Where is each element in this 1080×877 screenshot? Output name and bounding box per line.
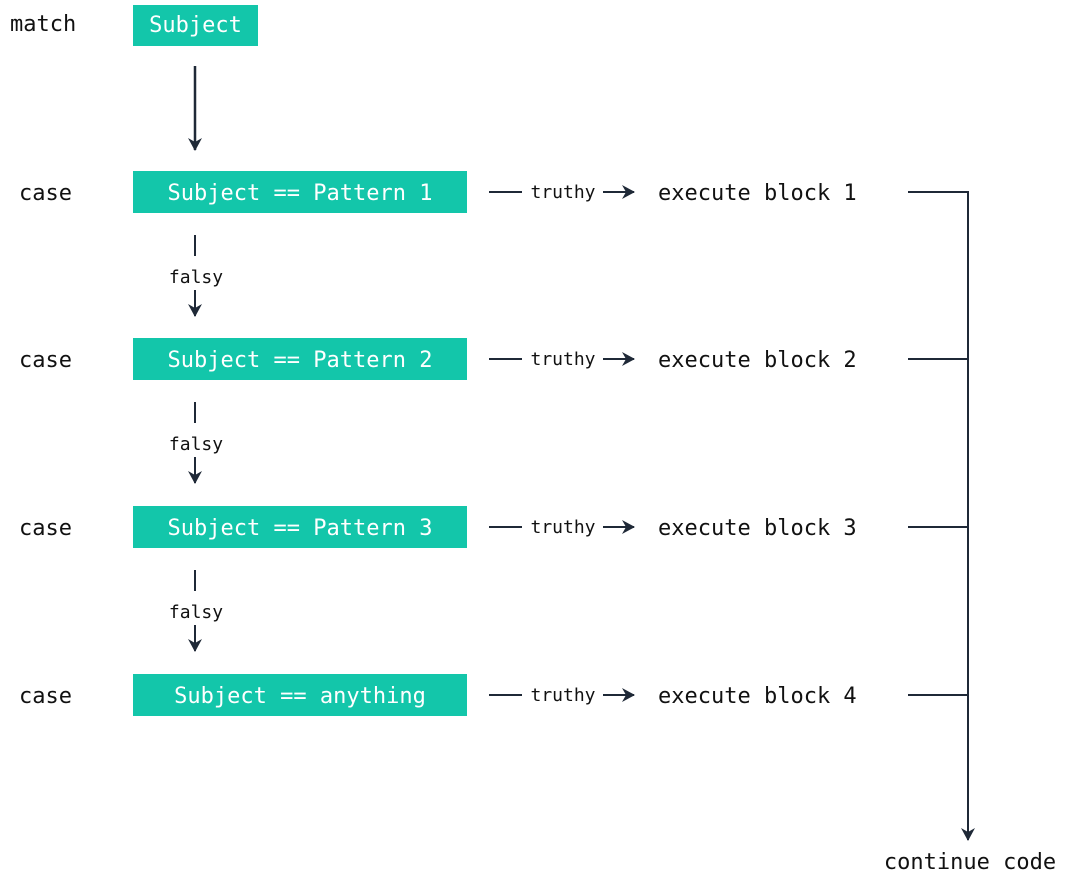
case-condition-label-2: Subject == Pattern 2 — [168, 348, 433, 373]
case-keyword-1: case — [19, 181, 72, 206]
case-keyword-3: case — [19, 516, 72, 541]
truthy-label-2: truthy — [530, 349, 595, 370]
match-keyword: match — [10, 12, 76, 37]
truthy-label-1: truthy — [530, 182, 595, 203]
subject-box — [133, 5, 258, 46]
case-condition-box-1 — [133, 171, 467, 213]
case-condition-label-3: Subject == Pattern 3 — [168, 516, 433, 541]
execute-block-label-4: execute block 4 — [658, 684, 857, 709]
truthy-label-3: truthy — [530, 517, 595, 538]
case-condition-label-1: Subject == Pattern 1 — [168, 181, 433, 206]
falsy-label-1: falsy — [169, 267, 223, 288]
subject-label: Subject — [149, 13, 242, 38]
case-condition-box-3 — [133, 506, 467, 548]
case-keyword-4: case — [19, 684, 72, 709]
execute-block-label-3: execute block 3 — [658, 516, 857, 541]
case-keyword-2: case — [19, 348, 72, 373]
execute-block-label-1: execute block 1 — [658, 181, 857, 206]
case-rows: case Subject == Pattern 1 truthy execute bl… — [19, 171, 969, 716]
execute-block-label-2: execute block 2 — [658, 348, 857, 373]
falsy-label-2: falsy — [169, 434, 223, 455]
falsy-label-3: falsy — [169, 602, 223, 623]
case-condition-box-2 — [133, 338, 467, 380]
continue-code-label: continue code — [884, 850, 1056, 875]
case-condition-label-4: Subject == anything — [174, 684, 426, 709]
case-condition-box-4 — [133, 674, 467, 716]
truthy-label-4: truthy — [530, 685, 595, 706]
